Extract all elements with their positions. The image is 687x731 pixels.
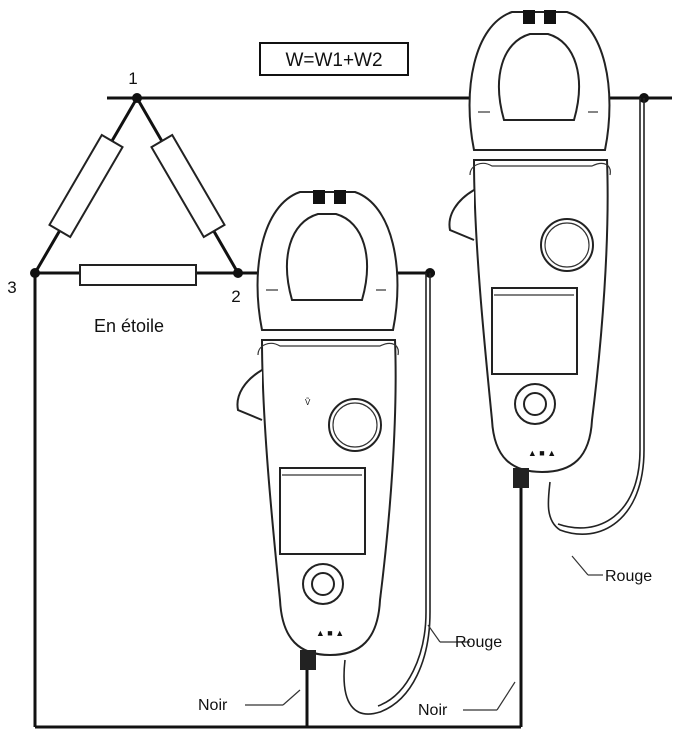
svg-text:▲ ■ ▲: ▲ ■ ▲ [316, 628, 344, 638]
svg-text:▲ ■ ▲: ▲ ■ ▲ [528, 448, 556, 458]
node-1-label: 1 [128, 69, 137, 88]
resistor-bottom [79, 264, 197, 286]
clamp-right-rouge-lead [547, 98, 645, 535]
red-leads [343, 98, 645, 715]
rouge-label-right: Rouge [605, 568, 652, 585]
svg-text:Ṽ: Ṽ [305, 398, 311, 407]
lead-labels: Rouge Rouge Noir Noir [198, 555, 652, 719]
resistor-right [150, 133, 226, 239]
node-3-label: 3 [7, 278, 16, 297]
load-triangle [33, 97, 240, 286]
clamp-left-rouge-lead [343, 273, 431, 715]
formula-text: W=W1+W2 [285, 50, 382, 71]
clamp-meter-left: Ṽ ▲ ■ ▲ [236, 190, 399, 670]
rouge-label-left: Rouge [455, 634, 502, 651]
noir-label-right: Noir [418, 702, 448, 719]
node-2-label: 2 [231, 287, 240, 306]
formula-box: W=W1+W2 [259, 42, 409, 76]
resistor-left [48, 133, 124, 239]
circuit-type-label: En étoile [94, 316, 164, 336]
clamp-meter-right: ▲ ■ ▲ [448, 10, 611, 488]
noir-label-left: Noir [198, 697, 228, 714]
